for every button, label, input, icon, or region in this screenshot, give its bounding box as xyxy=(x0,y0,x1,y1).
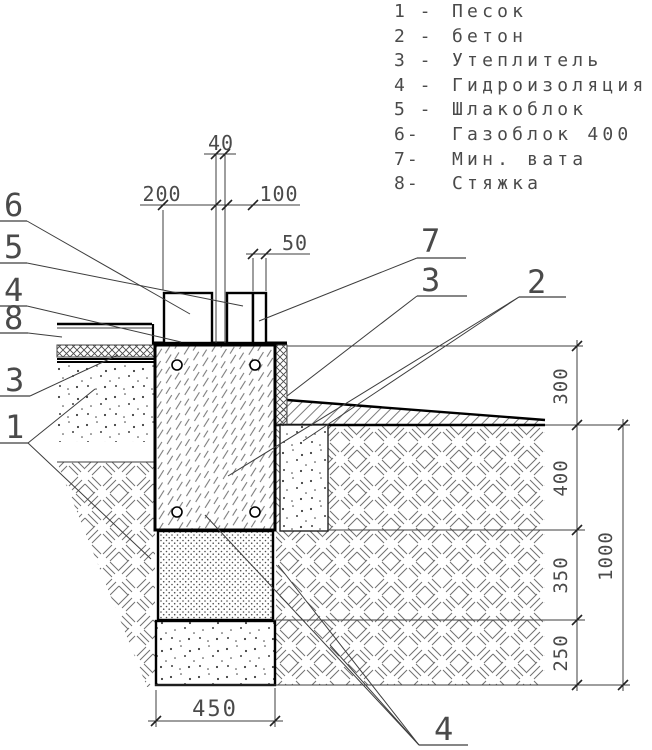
callout-screed: 8 xyxy=(4,299,23,337)
legend-item: 1 - Песок xyxy=(394,1,527,22)
legend-item: 3 - Утеплитель xyxy=(394,50,602,71)
dimension-label-450: 450 xyxy=(192,697,238,722)
dimension-label-200: 200 xyxy=(142,182,181,206)
legend-item: 4 - Гидроизоляция xyxy=(394,75,647,96)
legend-item: 5 - Шлакоблок xyxy=(394,99,587,120)
callout-insulation-left: 3 xyxy=(5,361,24,399)
floor-insulation xyxy=(56,344,156,358)
insulation-strip-right xyxy=(274,344,288,426)
dimension-label-250: 250 xyxy=(550,634,572,671)
legend-item: 6- Газоблок 400 xyxy=(394,124,632,145)
gas-block xyxy=(162,291,214,345)
dimension-label-50: 50 xyxy=(282,231,308,255)
legend-item-number: 1 - xyxy=(394,1,433,22)
soil-left xyxy=(57,461,155,687)
floor-screed-line xyxy=(57,322,155,344)
legend-item-name: Утеплитель xyxy=(452,50,602,71)
cinder-block xyxy=(156,529,275,622)
concrete-block-right xyxy=(279,424,329,532)
mineral-wool-block xyxy=(251,291,268,345)
cinder-block-top xyxy=(225,291,255,345)
legend-item: 7- Мин. вата xyxy=(394,149,587,170)
right-dimension-chain: 300 400 350 250 1000 xyxy=(550,340,629,691)
dimension-label-100: 100 xyxy=(259,182,298,206)
callout-waterproof-top: 4 xyxy=(4,271,23,309)
legend-item-name: бетон xyxy=(452,26,527,47)
foundation-concrete xyxy=(153,343,277,532)
legend-item-number: 7- xyxy=(394,149,420,170)
dimension-ticks xyxy=(571,340,629,691)
legend-item-name: Мин. вата xyxy=(452,149,587,170)
dimension-label-1000: 1000 xyxy=(595,531,617,581)
rebar-circle xyxy=(171,359,183,371)
callout-insulation-right: 3 xyxy=(421,261,440,299)
legend-item: 2 - бетон xyxy=(394,26,527,47)
sand-bed xyxy=(57,364,155,442)
legend-item-number: 6- xyxy=(394,124,420,145)
dimension-label-40: 40 xyxy=(208,131,234,155)
rebar-circle xyxy=(249,359,261,371)
legend-item-number: 4 - xyxy=(394,75,433,96)
dimension-label-300: 300 xyxy=(550,367,572,404)
floor-waterproofing-line xyxy=(57,358,155,363)
callout-gasblock: 6 xyxy=(4,186,23,224)
dimension-ticks xyxy=(157,148,272,260)
legend-item-name: Газоблок 400 xyxy=(452,124,632,145)
rebar-circle xyxy=(249,506,261,518)
callout-sand: 1 xyxy=(5,408,24,446)
bottom-dimension: 450 xyxy=(148,697,283,727)
legend: 1 - Песок 2 - бетон 3 - Утеплитель 4 - Г… xyxy=(394,1,647,194)
callout-cinder-top: 5 xyxy=(4,228,23,266)
callout-minwool: 7 xyxy=(421,222,440,260)
legend-item-number: 2 - xyxy=(394,26,433,47)
legend-item: 8- Стяжка xyxy=(394,173,542,194)
legend-item-name: Шлакоблок xyxy=(452,99,587,120)
callout-concrete: 2 xyxy=(527,263,546,301)
rebar-circle xyxy=(171,506,183,518)
legend-item-number: 5 - xyxy=(394,99,433,120)
footing-block xyxy=(154,619,277,687)
callout-waterproof-bottom: 4 xyxy=(434,710,453,748)
extension-lines xyxy=(155,154,630,727)
legend-item-name: Стяжка xyxy=(452,173,542,194)
dimension-label-350: 350 xyxy=(550,556,572,593)
legend-item-name: Песок xyxy=(452,1,527,22)
legend-item-number: 8- xyxy=(394,173,420,194)
leader-lines xyxy=(0,220,566,746)
callout-numbers: 6 5 4 8 3 1 7 3 2 4 xyxy=(4,186,546,748)
top-dimensions: 40 200 100 50 xyxy=(140,131,310,260)
legend-item-name: Гидроизоляция xyxy=(452,75,647,96)
legend-item-number: 3 - xyxy=(394,50,433,71)
dimension-label-400: 400 xyxy=(550,459,572,496)
